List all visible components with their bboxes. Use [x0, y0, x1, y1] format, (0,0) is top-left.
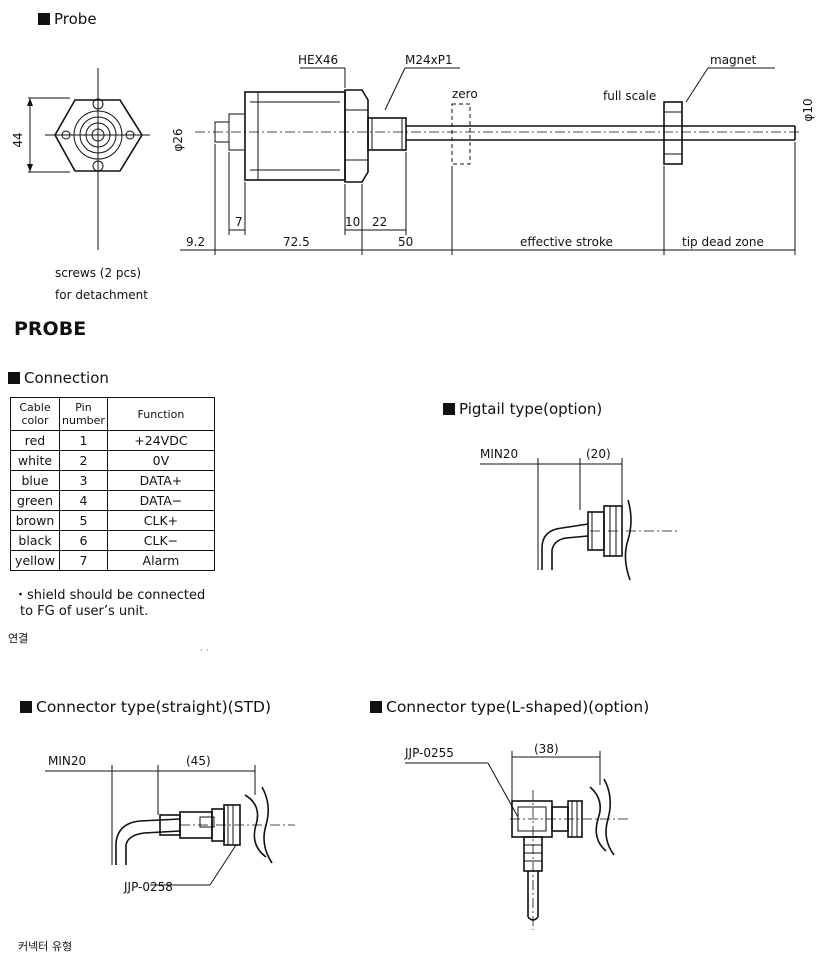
dim-dia10: φ10	[801, 98, 815, 121]
screws-note-2: for detachment	[55, 288, 148, 302]
lshaped-connector-drawing: JJP-0255 (38)	[404, 742, 628, 930]
label-full-scale: full scale	[603, 89, 656, 103]
probe-side-view	[195, 89, 800, 183]
connection-korean-caption: 연결	[8, 632, 29, 645]
probe-title: PROBE	[14, 318, 87, 340]
cell: Alarm	[106, 550, 215, 571]
label-magnet: magnet	[710, 53, 757, 67]
probe-front-view	[27, 68, 150, 250]
dim-dia26: φ26	[171, 128, 185, 151]
straight-connector-drawing: MIN20 (45) JJP-0258	[45, 754, 295, 894]
probe-header: Probe	[38, 10, 97, 28]
lshaped-header-text: Connector type(L-shaped)(option)	[386, 698, 650, 716]
cell: 0V	[106, 450, 215, 471]
pigtail-dim-20: (20)	[586, 447, 611, 461]
table-header-row: Cable color Pin number Function	[10, 397, 215, 431]
cell: CLK−	[106, 530, 215, 551]
cell: white	[10, 450, 60, 471]
cell: black	[10, 530, 60, 551]
connection-header-text: Connection	[24, 369, 109, 387]
footer-korean-caption: 커넥터 유형	[18, 940, 73, 953]
straight-header: Connector type(straight)(STD)	[20, 698, 271, 716]
col-cable-color: Cable color	[10, 397, 60, 431]
label-m24xp1: M24xP1	[405, 53, 453, 67]
faint-mark: · ·	[200, 646, 209, 656]
col-pin-number: Pin number	[59, 397, 108, 431]
cell: 6	[59, 530, 108, 551]
probe-drawing: 44 HEX46 M24xP1 magnet z	[11, 53, 815, 255]
straight-dim-45: (45)	[186, 754, 211, 768]
shield-note-2: to FG of user’s unit.	[20, 604, 149, 619]
dim-44: 44	[11, 132, 25, 147]
cell: DATA+	[106, 470, 215, 491]
dim-tip-dead-zone: tip dead zone	[682, 235, 764, 249]
pigtail-drawing: MIN20 (20)	[480, 447, 680, 581]
straight-min20: MIN20	[48, 754, 86, 768]
cell: CLK+	[106, 510, 215, 531]
cell: brown	[10, 510, 60, 531]
col-function: Function	[106, 397, 215, 431]
lshaped-dim-38: (38)	[534, 742, 559, 756]
lshaped-part-jjp0255: JJP-0255	[404, 746, 454, 760]
lshaped-header: Connector type(L-shaped)(option)	[370, 698, 649, 716]
cell: green	[10, 490, 60, 511]
straight-header-text: Connector type(straight)(STD)	[36, 698, 271, 716]
shield-note-1: ・shield should be connected	[14, 588, 206, 603]
pigtail-header-text: Pigtail type(option)	[459, 400, 603, 418]
connection-header: Connection	[8, 369, 109, 387]
label-zero: zero	[452, 87, 478, 101]
dim-9-2: 9.2	[186, 235, 205, 249]
cell: blue	[10, 470, 60, 491]
screws-note-1: screws (2 pcs)	[55, 266, 142, 280]
cell: 5	[59, 510, 108, 531]
cell: red	[10, 430, 60, 451]
label-hex46: HEX46	[298, 53, 338, 67]
cell: yellow	[10, 550, 60, 571]
cell: 2	[59, 450, 108, 471]
dim-22: 22	[372, 215, 387, 229]
dim-effective-stroke: effective stroke	[520, 235, 613, 249]
square-bullet-icon	[38, 13, 50, 25]
cell: 7	[59, 550, 108, 571]
straight-part-jjp0258: JJP-0258	[123, 880, 173, 894]
probe-header-text: Probe	[54, 10, 97, 28]
dim-10: 10	[345, 215, 360, 229]
cell: DATA−	[106, 490, 215, 511]
cell: +24VDC	[106, 430, 215, 451]
cell: 4	[59, 490, 108, 511]
cell: 3	[59, 470, 108, 491]
pigtail-header: Pigtail type(option)	[443, 400, 602, 418]
dim-50: 50	[398, 235, 413, 249]
dim-7: 7	[235, 215, 243, 229]
square-bullet-icon	[370, 701, 382, 713]
square-bullet-icon	[20, 701, 32, 713]
pigtail-min20: MIN20	[480, 447, 518, 461]
square-bullet-icon	[8, 372, 20, 384]
cell: 1	[59, 430, 108, 451]
dim-72-5: 72.5	[283, 235, 310, 249]
square-bullet-icon	[443, 403, 455, 415]
